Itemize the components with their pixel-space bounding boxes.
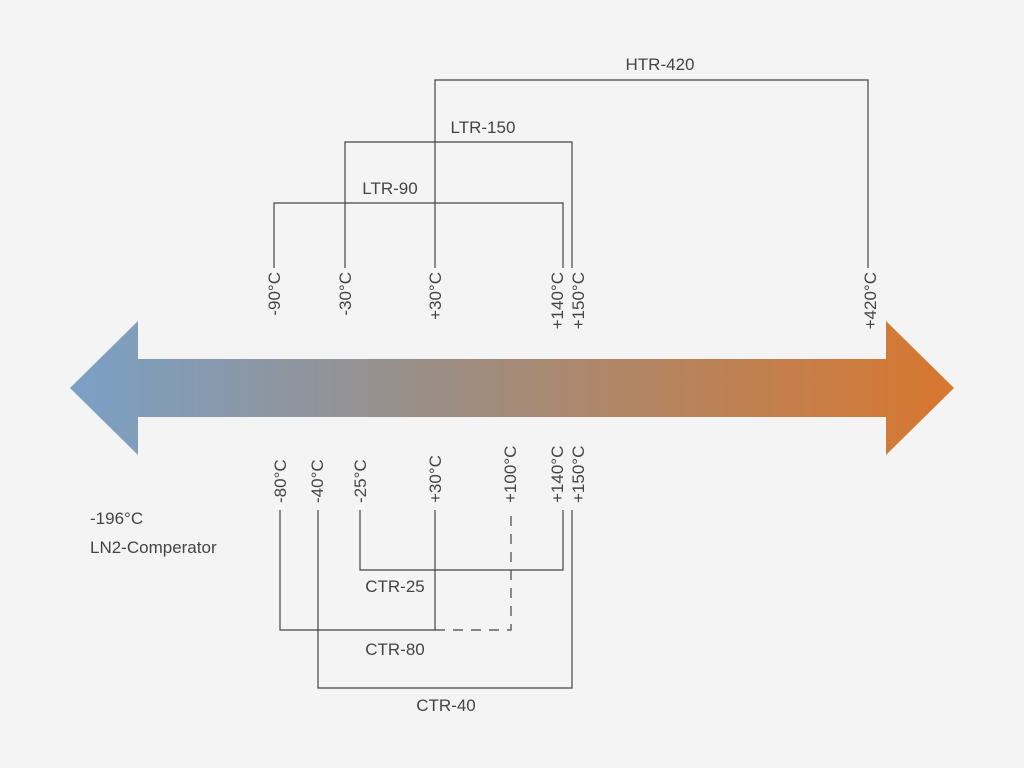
ctr-40-label: CTR-40	[416, 696, 476, 715]
ctr-80-label: CTR-80	[365, 640, 425, 659]
ctr-80-bracket	[279, 510, 436, 631]
bottom-tick-minus-80: -80°C	[271, 459, 290, 503]
bottom-tick-plus-140: +140°C	[548, 446, 567, 503]
ctr-40-bracket	[317, 510, 573, 689]
htr-420-label: HTR-420	[626, 55, 695, 74]
top-tick-plus-150: +150°C	[569, 272, 588, 329]
ln2-comperator-label: LN2-Comperator	[90, 538, 217, 557]
ctr-80-extension-dashed	[435, 510, 512, 631]
ctr-25-bracket	[359, 510, 564, 571]
ltr-150-bracket	[344, 141, 573, 268]
top-tick-plus-420: +420°C	[861, 272, 880, 329]
bottom-tick-minus-25: -25°C	[351, 459, 370, 503]
htr-420-bracket	[434, 79, 869, 268]
top-tick-minus-90: -90°C	[265, 272, 284, 316]
top-tick-plus-140: +140°C	[548, 272, 567, 329]
ltr-90-label: LTR-90	[362, 179, 417, 198]
bottom-tick-plus-100: +100°C	[501, 446, 520, 503]
ltr-150-label: LTR-150	[451, 118, 516, 137]
bottom-tick-plus-150: +150°C	[569, 446, 588, 503]
top-tick-plus-30: +30°C	[426, 272, 445, 320]
ln2-temperature-note: -196°C	[90, 509, 144, 528]
ltr-90-bracket	[273, 202, 564, 268]
bottom-tick-minus-40: -40°C	[308, 459, 327, 503]
bottom-tick-plus-30: +30°C	[426, 455, 445, 503]
temperature-scale-arrow	[70, 321, 954, 455]
top-tick-minus-30: -30°C	[336, 272, 355, 316]
ctr-25-label: CTR-25	[365, 577, 425, 596]
